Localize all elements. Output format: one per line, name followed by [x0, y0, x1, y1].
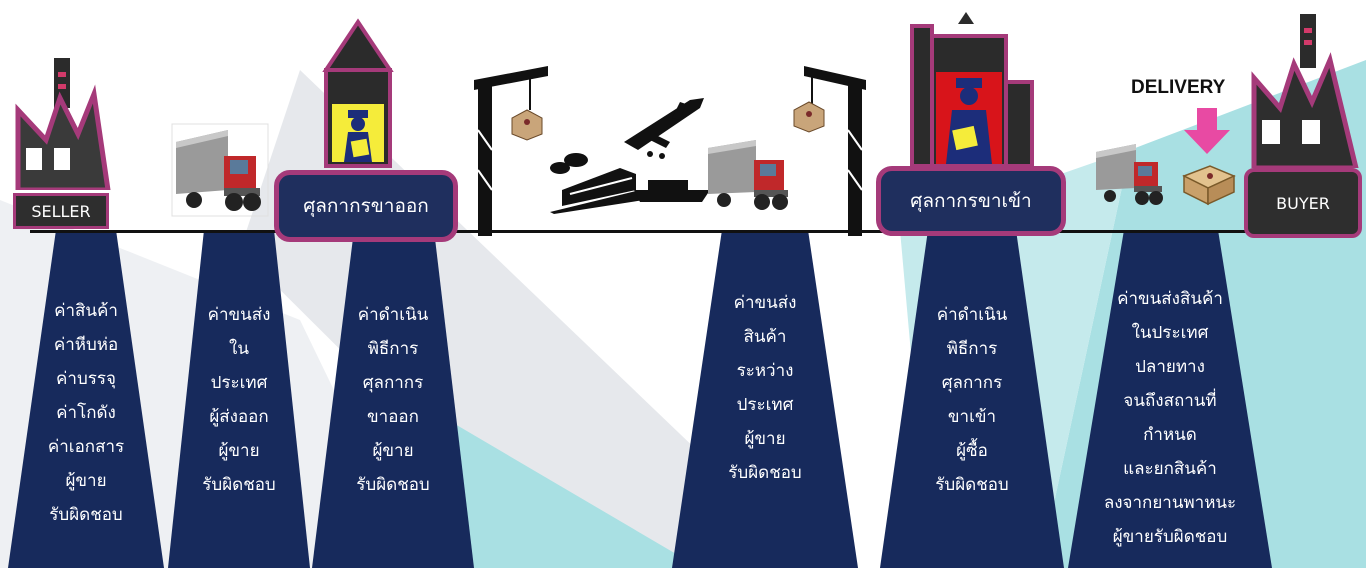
- pillar-text-line: และยกสินค้า: [1123, 459, 1217, 479]
- pillar-text-line: รับผิดชอบ: [935, 475, 1009, 495]
- truck-icon: [708, 140, 788, 210]
- pillar-international-transport: ค่าขนส่ง สินค้า ระหว่าง ประเทศ ผู้ขาย รั…: [672, 230, 858, 568]
- pillar-text-line: ผู้ขาย: [218, 441, 260, 461]
- import-customs-label: ศุลกากรขาเข้า: [876, 166, 1066, 236]
- cargo-box-icon: [793, 101, 825, 133]
- pillar-text-line: ผู้ขายรับผิดชอบ: [1112, 527, 1228, 547]
- pillar-text-line: ระหว่าง: [736, 361, 794, 381]
- pillar-text-line: ลงจากยานพาหนะ: [1103, 493, 1237, 513]
- pillar-text-line: พิธีการ: [367, 339, 419, 359]
- pillar-text-line: ในประเทศ: [1131, 323, 1209, 343]
- pillar-destination-transport: ค่าขนส่งสินค้า ในประเทศ ปลายทาง จนถึงสถา…: [1068, 230, 1272, 568]
- pillar-seller-costs: ค่าสินค้า ค่าหีบห่อ ค่าบรรจุ ค่าโกดัง ค่…: [8, 230, 164, 568]
- pillar-text-line: ค่าโกดัง: [56, 403, 116, 423]
- pillar-text-line: พิธีการ: [946, 339, 998, 359]
- pillar-text-line: ผู้ขาย: [372, 441, 414, 461]
- pillar-text-line: ผู้ขาย: [744, 429, 786, 449]
- delivery-arrow-icon: [1184, 108, 1230, 154]
- pillar-text-line: ศุลกากร: [941, 373, 1003, 393]
- pillar-text-line: กำหนด: [1143, 425, 1197, 445]
- seller-label: SELLER: [13, 193, 109, 229]
- pillar-text-line: ค่าบรรจุ: [56, 369, 116, 389]
- pillar-text-line: รับผิดชอบ: [728, 463, 802, 483]
- pillar-text-line: ขาออก: [367, 407, 419, 427]
- train-icon: [550, 153, 644, 214]
- route-line: [30, 230, 1350, 233]
- pillar-text-line: ศุลกากร: [362, 373, 424, 393]
- buyer-label: BUYER: [1244, 168, 1362, 238]
- crane-icon: [804, 66, 866, 236]
- pillar-text-line: ค่าเอกสาร: [47, 437, 125, 457]
- pillar-text-line: ใน: [229, 339, 249, 359]
- cargo-box-icon: [511, 109, 543, 141]
- pillar-text-line: ผู้ขาย: [65, 471, 107, 491]
- pillar-text-line: รับผิดชอบ: [202, 475, 276, 495]
- pillar-text-line: ค่าสินค้า: [54, 301, 118, 321]
- pillar-shape: [672, 230, 858, 568]
- pillar-text-line: สินค้า: [743, 327, 787, 347]
- pillar-shape: [880, 230, 1064, 568]
- pillar-shape: [312, 230, 474, 568]
- pillar-shape: [1068, 230, 1272, 568]
- pillar-text-line: ประเทศ: [210, 373, 268, 393]
- export-customs-label: ศุลกากรขาออก: [274, 170, 458, 242]
- pillar-domestic-transport: ค่าขนส่ง ใน ประเทศ ผู้ส่งออก ผู้ขาย รับผ…: [168, 230, 310, 568]
- customs-officer-icon: [910, 12, 1034, 166]
- pillar-text-line: ปลายทาง: [1135, 357, 1205, 377]
- pillar-text-line: จนถึงสถานที่: [1123, 391, 1217, 411]
- airplane-icon: [624, 98, 704, 159]
- pillar-text-line: ค่าหีบห่อ: [53, 335, 119, 355]
- pillar-text-line: รับผิดชอบ: [49, 505, 123, 525]
- delivery-label: DELIVERY: [1131, 77, 1226, 98]
- customs-officer-icon: [322, 18, 394, 168]
- pillar-text-line: ขาเข้า: [947, 407, 997, 427]
- pillar-text-line: ค่าขนส่ง: [207, 305, 271, 325]
- factory-icon: [15, 58, 111, 190]
- crane-icon: [474, 66, 548, 236]
- package-icon: [1182, 165, 1236, 206]
- pillar-shape: [168, 230, 310, 568]
- pillar-text-line: รับผิดชอบ: [356, 475, 430, 495]
- pillar-text-line: ค่าขนส่ง: [733, 293, 797, 313]
- truck-icon: [171, 123, 269, 217]
- pillar-text-line: ค่าดำเนิน: [936, 305, 1008, 325]
- pillar-import-customs: ค่าดำเนิน พิธีการ ศุลกากร ขาเข้า ผู้ซื้อ…: [880, 230, 1064, 568]
- ship-icon: [634, 180, 710, 202]
- pillar-text-line: ผู้ซื้อ: [956, 441, 988, 461]
- pillar-shape: [8, 230, 164, 568]
- pillar-text-line: ค่าดำเนิน: [357, 305, 429, 325]
- pillar-text-line: ผู้ส่งออก: [209, 407, 269, 427]
- factory-icon: [1251, 14, 1359, 168]
- pillar-text-line: ค่าขนส่งสินค้า: [1117, 289, 1223, 309]
- pillar-text-line: ประเทศ: [736, 395, 794, 415]
- pillar-export-customs: ค่าดำเนิน พิธีการ ศุลกากร ขาออก ผู้ขาย ร…: [312, 230, 474, 568]
- truck-icon: [1096, 144, 1163, 205]
